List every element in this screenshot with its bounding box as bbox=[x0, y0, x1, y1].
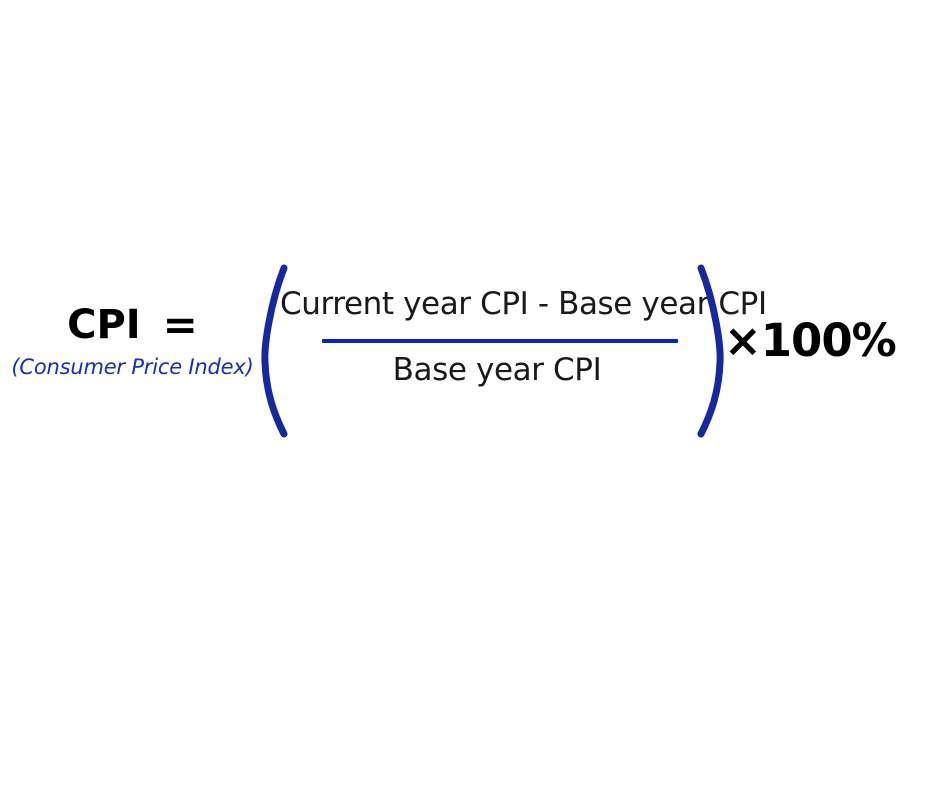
percent-multiplier: ×100% bbox=[724, 314, 897, 367]
equals-sign: = bbox=[162, 300, 198, 349]
fraction-numerator: Current year CPI - Base year CPI bbox=[280, 286, 767, 322]
fraction: Current year CPI - Base year CPI Base ye… bbox=[280, 282, 767, 402]
cpi-equals-row: CPI = bbox=[0, 300, 265, 349]
cpi-abbreviation: CPI bbox=[67, 301, 141, 348]
fraction-bar bbox=[322, 339, 678, 343]
cpi-expansion-label: (Consumer Price Index) bbox=[11, 355, 254, 379]
formula-left-side: CPI = (Consumer Price Index) bbox=[0, 300, 265, 410]
fraction-denominator: Base year CPI bbox=[392, 352, 602, 388]
